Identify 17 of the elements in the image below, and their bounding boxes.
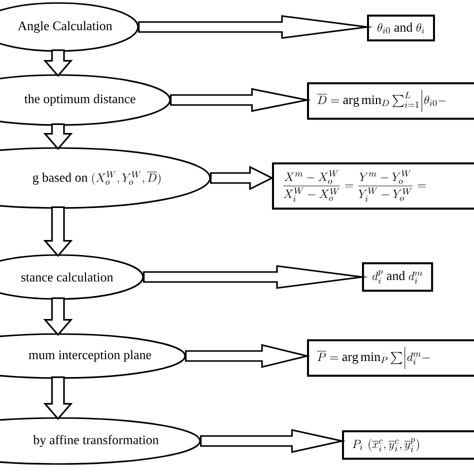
hollow-arrow bbox=[210, 166, 274, 190]
result-box: $d_{i}^{p}\text{ and }d_{i}^{m}$ bbox=[362, 262, 434, 292]
hollow-arrow bbox=[185, 344, 310, 368]
result-box: $\overline{D}=\arg\min_{D}\sum_{i=1}^{L}\Bigl|\theta_{i0}-$ bbox=[307, 82, 474, 120]
hollow-arrow bbox=[43, 49, 73, 78]
result-box: $\theta_{i0}\text{ and }\theta_{i}$ bbox=[367, 14, 435, 42]
hollow-arrow bbox=[43, 206, 73, 258]
hollow-arrow bbox=[43, 123, 73, 150]
hollow-arrow bbox=[200, 429, 346, 453]
hollow-arrow bbox=[143, 265, 368, 289]
result-box: $\frac{X^{m}-X_{o}^{W}}{X_{i}^{W}-X_{o}^{W}}=\frac{Y^{m}-Y_{o}^{W}}{Y_{i}^{W}-Y_{o}^{W}}=$ bbox=[272, 162, 474, 210]
hollow-arrow bbox=[43, 297, 73, 336]
hollow-arrow bbox=[138, 15, 374, 39]
result-box: $\overline{P}=\arg\min_{P}\sum\Bigl|d_{i}^{m}-$ bbox=[307, 339, 474, 377]
hollow-arrow bbox=[43, 376, 73, 420]
result-box: $P_{i}\ (\overline{x}_{i}^{c},\overline{y}_{i}^{c},\overline{y}_{i}^{p})$ bbox=[342, 430, 474, 460]
hollow-arrow bbox=[170, 88, 312, 112]
